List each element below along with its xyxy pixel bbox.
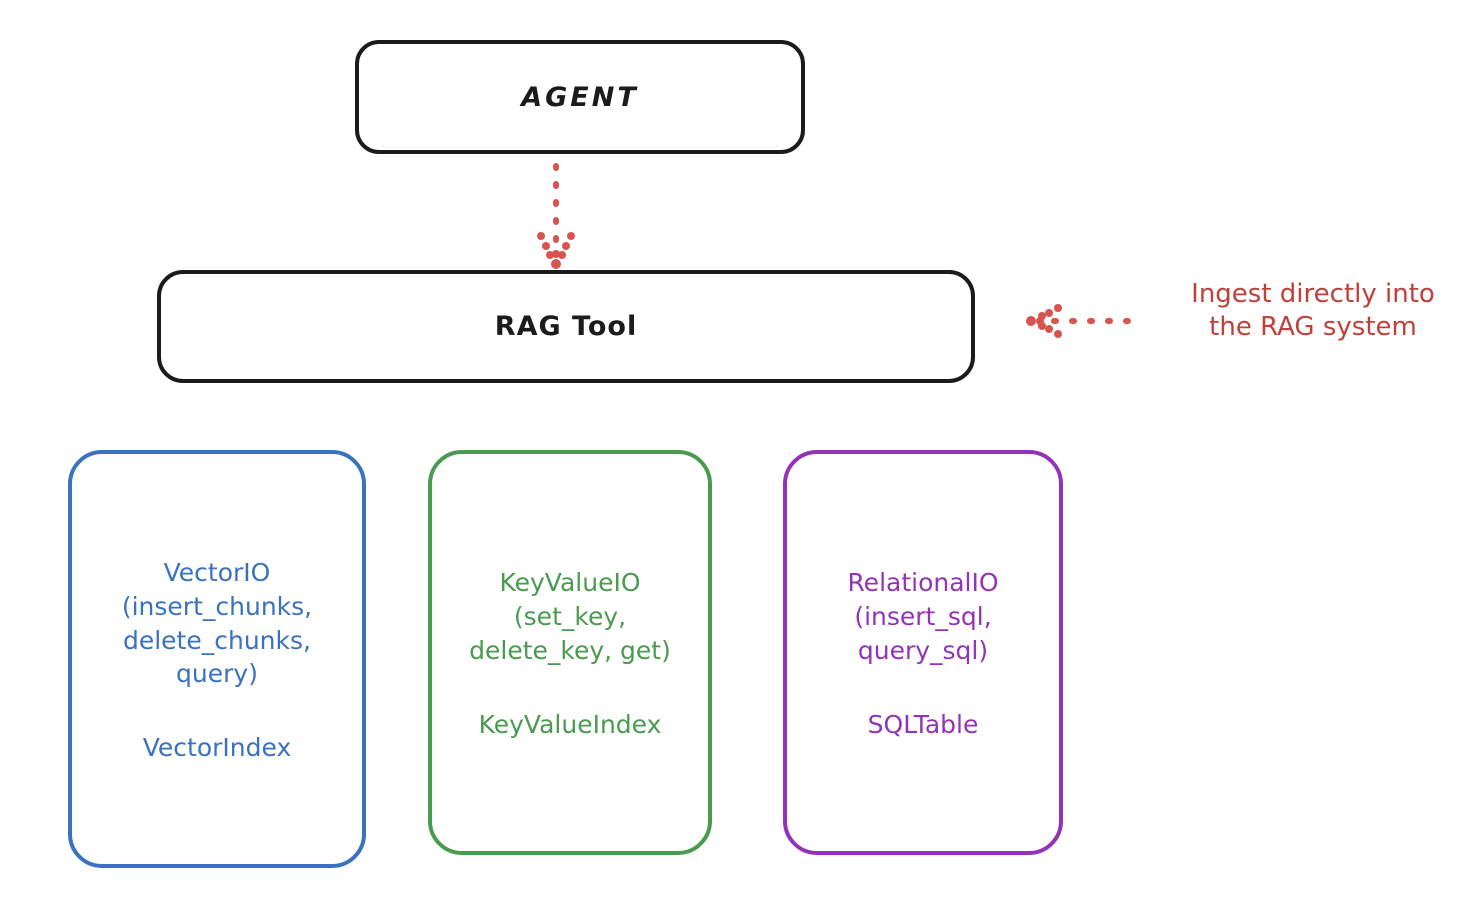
node-rag-tool[interactable]: RAG Tool — [157, 270, 975, 383]
arrowhead-tip-dot — [1026, 316, 1036, 326]
node-vector-io-index-label: VectorIndex — [142, 733, 292, 762]
annotation-connector — [1026, 304, 1131, 338]
arrowhead-dot — [1036, 317, 1044, 325]
node-relational-io-index-label: SQLTable — [867, 709, 979, 739]
annotation-label: Ingest directly into the RAG system — [1191, 279, 1435, 342]
node-vector-io[interactable]: VectorIO (insert_chunks, delete_chunks, … — [68, 450, 366, 868]
node-rag-tool-label: RAG Tool — [494, 311, 638, 342]
arrowhead-dot — [542, 242, 550, 250]
arrowhead-dot — [1038, 322, 1046, 330]
agent-to-rag-connector — [537, 163, 575, 269]
arrowhead-dot — [1038, 312, 1046, 320]
arrowhead-dot — [1045, 325, 1053, 333]
node-relational-io[interactable]: RelationalIO (insert_sql, query_sql) SQL… — [783, 450, 1063, 855]
arrowhead-dot — [546, 251, 554, 259]
node-key-value-io-index-label: KeyValueIndex — [478, 709, 662, 739]
arrowhead-dot — [567, 232, 575, 240]
node-vector-io-api-label: VectorIO (insert_chunks, delete_chunks, … — [121, 558, 313, 689]
arrowhead-dot — [537, 232, 545, 240]
arrowhead-tip-dot — [551, 259, 561, 269]
arrowhead-dot — [1045, 309, 1053, 317]
arrowhead-dot — [1054, 330, 1062, 338]
arrowhead-dot — [558, 251, 566, 259]
node-key-value-io-api-label: KeyValueIO (set_key, delete_key, get) — [469, 568, 671, 665]
arrowhead-dot — [552, 250, 560, 258]
arrowhead-dot — [562, 242, 570, 250]
node-agent-label: AGENT — [521, 81, 639, 113]
node-relational-io-api-label: RelationalIO (insert_sql, query_sql) — [847, 568, 999, 665]
node-key-value-io[interactable]: KeyValueIO (set_key, delete_key, get) Ke… — [428, 450, 712, 855]
arrowhead-dot — [1054, 304, 1062, 312]
node-agent[interactable]: AGENT — [355, 40, 805, 154]
